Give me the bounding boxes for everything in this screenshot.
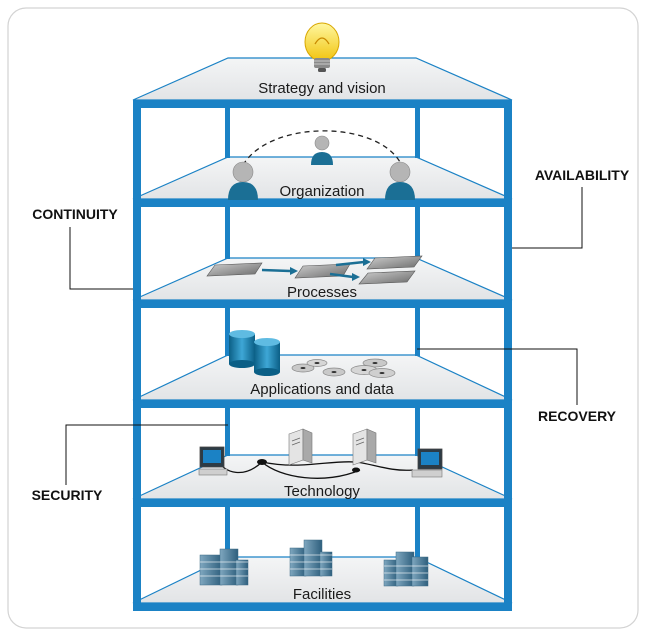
- floor-label-applications: Applications and data: [250, 381, 394, 398]
- lightbulb-icon: [304, 22, 340, 72]
- label-recovery: RECOVERY: [538, 408, 617, 424]
- person-icon: [385, 161, 415, 200]
- person-icon: [311, 135, 333, 165]
- building-icon: [289, 539, 333, 577]
- network-hub-icon: [352, 467, 360, 473]
- floor-slabs: [132, 57, 513, 604]
- continuity-connector: [69, 227, 133, 290]
- process-sheet-icon: [366, 255, 423, 270]
- database-icon: [254, 338, 280, 376]
- availability-connector: [512, 187, 583, 249]
- floor-label-facilities: Facilities: [293, 586, 351, 603]
- network-cable: [261, 461, 361, 479]
- floor-label-organization: Organization: [279, 183, 364, 200]
- person-icon: [228, 161, 258, 200]
- computer-icon: [198, 446, 228, 476]
- disc-icon: [350, 358, 396, 378]
- disc-icon: [291, 359, 346, 377]
- label-availability: AVAILABILITY: [535, 167, 630, 183]
- recovery-connector: [417, 348, 578, 405]
- floor-label-technology: Technology: [284, 483, 360, 500]
- security-connector: [65, 424, 228, 485]
- outer-border: [7, 7, 639, 629]
- floor-label-processes: Processes: [287, 284, 357, 301]
- building-icon: [383, 551, 429, 587]
- database-icon: [229, 330, 255, 368]
- building-icon: [199, 548, 249, 586]
- label-security: SECURITY: [32, 487, 103, 503]
- network-hub-icon: [257, 459, 267, 465]
- floor-label-strategy: Strategy and vision: [258, 80, 386, 97]
- process-sheet-icon: [206, 262, 263, 277]
- server-icon: [288, 428, 313, 466]
- server-icon: [352, 428, 377, 466]
- process-arrows: [261, 258, 371, 281]
- building-frame: [133, 100, 512, 611]
- computer-icon: [411, 448, 443, 478]
- organization-link: [242, 130, 401, 166]
- label-continuity: CONTINUITY: [32, 206, 118, 222]
- process-sheet-icon: [358, 270, 416, 285]
